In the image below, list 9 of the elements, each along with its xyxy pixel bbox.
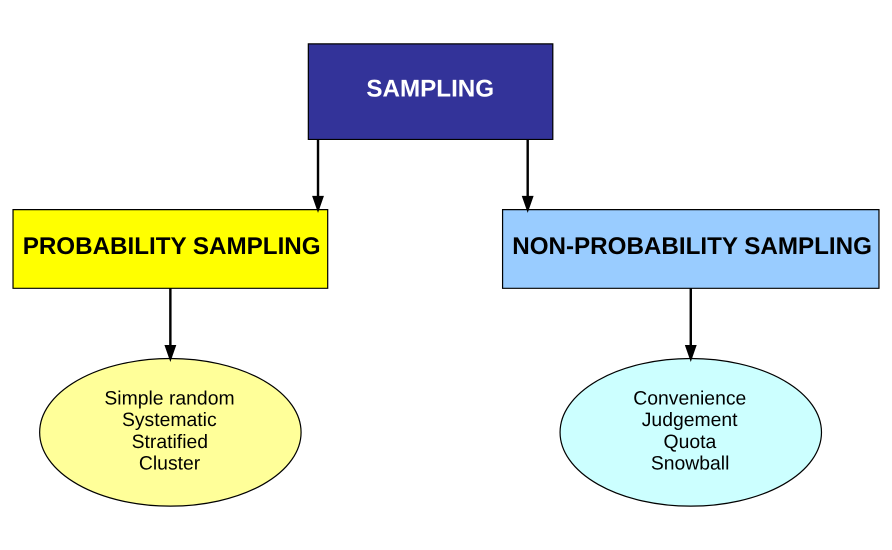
node-ellipse: Convenience Judgement Quota Snowball	[559, 358, 822, 507]
arrow	[164, 288, 176, 362]
node-box: SAMPLING	[308, 43, 554, 140]
node-ellipse: Simple random Systematic Stratified Cluster	[39, 358, 302, 507]
node-box: NON-PROBABILITY SAMPLING	[502, 209, 880, 289]
arrow	[312, 140, 324, 213]
node-box: PROBABILITY SAMPLING	[12, 209, 328, 289]
arrow	[684, 288, 697, 362]
arrow	[522, 140, 534, 213]
